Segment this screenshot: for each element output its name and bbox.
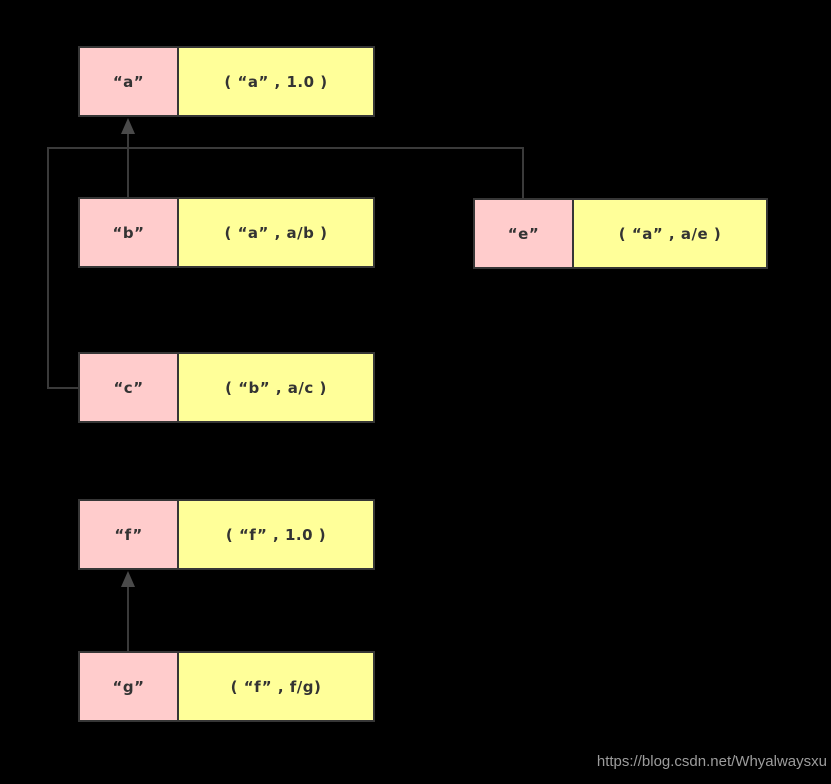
node-e-key: “e” <box>475 200 574 267</box>
node-box-e: “e” ( “a” , a/e ) <box>473 198 768 269</box>
node-box-f: “f” ( “f” , 1.0 ) <box>78 499 375 570</box>
arrowhead-to-f-icon <box>121 571 135 587</box>
node-c-key: “c” <box>80 354 179 421</box>
node-b-value: ( “a” , a/b ) <box>179 199 373 266</box>
watermark-url: https://blog.csdn.net/Whyalwaysxu <box>596 753 827 770</box>
node-e-value: ( “a” , a/e ) <box>574 200 766 267</box>
node-g-key: “g” <box>80 653 179 720</box>
node-f-value: ( “f” , 1.0 ) <box>179 501 373 568</box>
node-box-b: “b” ( “a” , a/b ) <box>78 197 375 268</box>
node-a-value: ( “a” , 1.0 ) <box>179 48 373 115</box>
node-c-value: ( “b” , a/c ) <box>179 354 373 421</box>
node-box-g: “g” ( “f” , f/g) <box>78 651 375 722</box>
node-g-value: ( “f” , f/g) <box>179 653 373 720</box>
connector-c-e-trunk <box>47 147 524 389</box>
node-a-key: “a” <box>80 48 179 115</box>
node-f-key: “f” <box>80 501 179 568</box>
node-box-a: “a” ( “a” , 1.0 ) <box>78 46 375 117</box>
arrowhead-to-a-icon <box>121 118 135 134</box>
node-b-key: “b” <box>80 199 179 266</box>
node-box-c: “c” ( “b” , a/c ) <box>78 352 375 423</box>
